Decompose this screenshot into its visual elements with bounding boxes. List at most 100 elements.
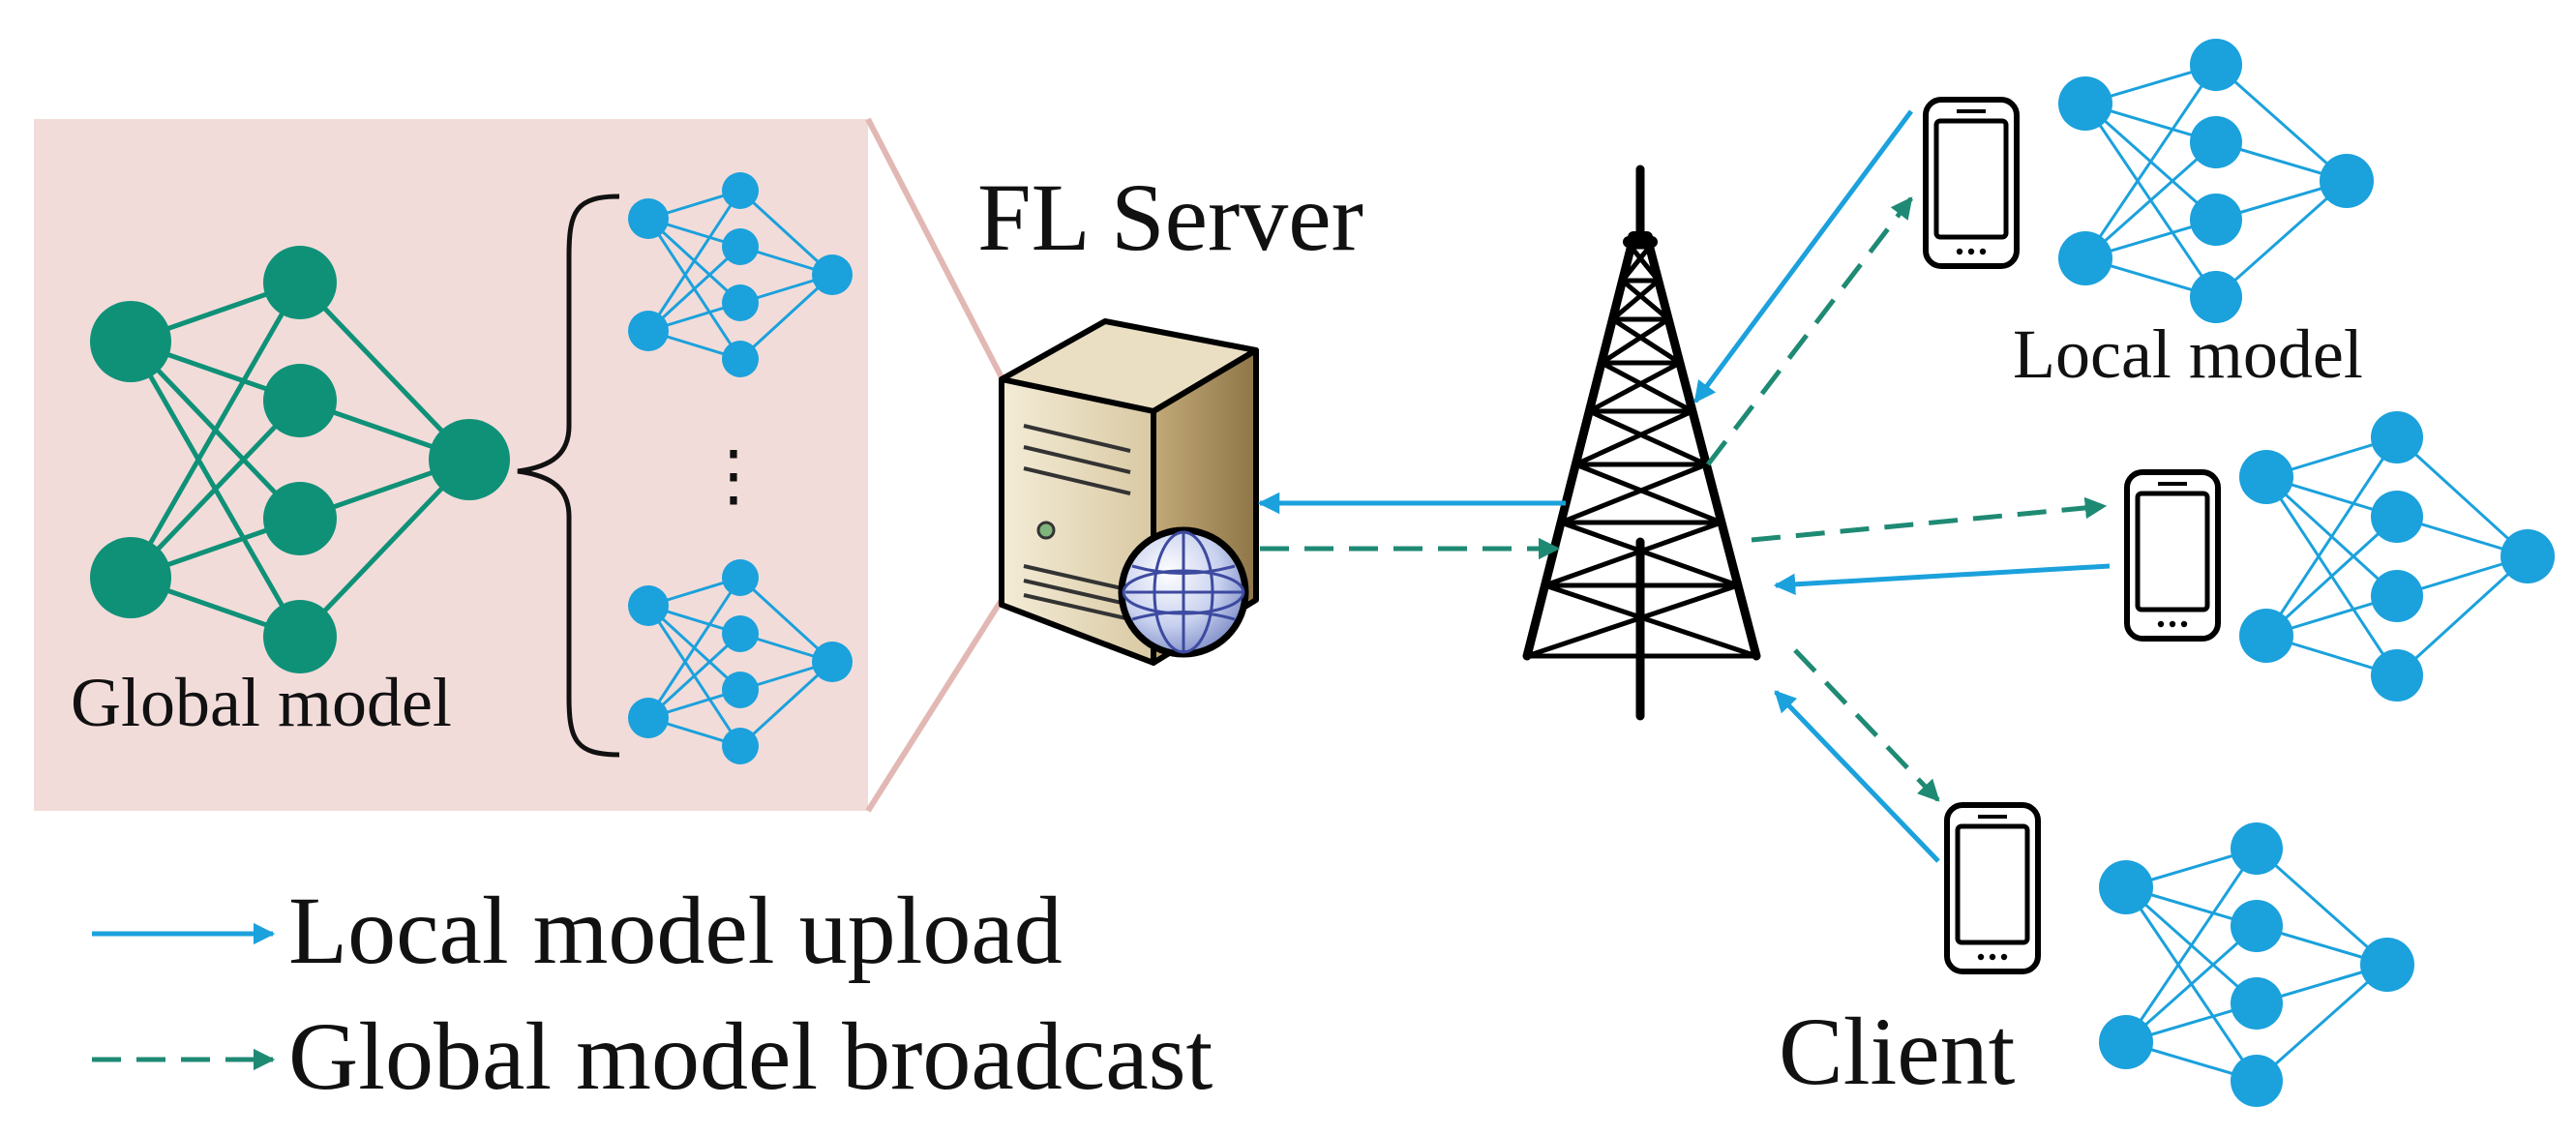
network-edge — [738, 576, 834, 664]
network-node — [628, 198, 669, 239]
network-edge — [298, 281, 471, 462]
client-links — [1692, 109, 2111, 863]
upload-arrow-client1 — [1692, 109, 1914, 403]
network-edge — [646, 577, 742, 719]
network-edge — [2395, 435, 2530, 558]
tower-brace — [1574, 462, 1722, 525]
network-node — [812, 642, 853, 682]
tower-brace — [1574, 408, 1694, 467]
network-node — [263, 246, 337, 319]
network-edge — [738, 273, 834, 361]
client-label: Client — [1779, 998, 2016, 1105]
network-edge — [2215, 179, 2348, 299]
network-node — [2058, 231, 2112, 285]
upload-arrow-client2 — [1773, 563, 2111, 596]
network-node — [2360, 938, 2414, 992]
network-node — [722, 228, 759, 265]
small-network-top — [628, 172, 853, 377]
network-edge — [2083, 64, 2218, 259]
network-node — [263, 482, 337, 555]
legend-upload-label: Local model upload — [288, 877, 1063, 984]
network-node — [2231, 822, 2283, 875]
local-network-3 — [2099, 822, 2414, 1107]
network-edge — [2395, 554, 2530, 677]
network-edge — [738, 189, 834, 277]
network-node — [2239, 609, 2293, 663]
tower-brace — [1543, 582, 1757, 659]
network-node — [2058, 76, 2112, 131]
network-node — [2501, 529, 2555, 583]
network-node — [263, 600, 337, 673]
broadcast-arrow-client1 — [1706, 196, 1913, 466]
upload-arrow-client3 — [1774, 690, 1940, 863]
network-node — [628, 585, 669, 626]
tower-brace — [1543, 520, 1722, 588]
network-node — [2190, 39, 2242, 91]
network-node — [2190, 271, 2242, 323]
global-model-label: Global model — [71, 664, 452, 741]
network-node — [722, 672, 759, 708]
tower-brace — [1600, 316, 1670, 366]
local-network-1 — [2058, 39, 2374, 323]
network-node — [628, 311, 669, 351]
network-node — [722, 341, 759, 377]
network-edge — [646, 245, 742, 333]
local-model-label: Local model — [2013, 315, 2363, 393]
network-edge — [129, 399, 302, 580]
network-node — [722, 615, 759, 652]
network-edge — [646, 632, 742, 720]
broadcast-arrow-client3 — [1793, 648, 1940, 802]
phones — [1923, 97, 2221, 974]
network-node — [812, 254, 853, 295]
network-node — [2190, 116, 2242, 168]
tower-lattice — [1526, 244, 1757, 659]
network-node — [263, 364, 337, 437]
network-node — [2371, 411, 2423, 463]
small-network-bottom — [628, 559, 853, 764]
network-node — [2231, 977, 2283, 1030]
tower-brace — [1611, 316, 1682, 366]
network-node — [90, 537, 171, 618]
network-node — [429, 419, 510, 500]
network-edge — [128, 281, 303, 580]
network-node — [90, 301, 171, 382]
network-edge — [2084, 140, 2217, 260]
network-node — [2371, 649, 2423, 702]
broadcast-arrow-client2 — [1751, 496, 2108, 543]
tower-brace — [1620, 245, 1652, 283]
network-edge — [2256, 963, 2388, 1083]
tower-brace — [1560, 462, 1708, 525]
tower-brace — [1629, 245, 1661, 283]
tower-brace — [1526, 582, 1739, 659]
network-node — [2190, 194, 2242, 246]
server-label: FL Server — [977, 164, 1363, 271]
brace — [517, 194, 620, 758]
legend-broadcast-label: Global model broadcast — [288, 1002, 1213, 1110]
tower-brace — [1588, 408, 1708, 467]
network-node — [722, 559, 759, 596]
network-node — [2231, 1055, 2283, 1107]
network-node — [2371, 491, 2423, 543]
server-tower-links — [1257, 492, 1566, 560]
network-node — [722, 728, 759, 764]
network-edge — [2124, 848, 2259, 1043]
network-node — [722, 172, 759, 209]
network-node — [2099, 860, 2153, 914]
network-edge — [2264, 515, 2399, 638]
phone-icon — [2124, 469, 2221, 642]
phone-icon — [1944, 802, 2041, 974]
tower-brace — [1588, 360, 1682, 414]
globe-icon — [1118, 526, 1249, 658]
network-node — [722, 284, 759, 321]
local-network-2 — [2239, 411, 2555, 702]
phone-icon — [1923, 97, 2020, 269]
tower-brace — [1620, 279, 1670, 321]
network-edge — [2215, 63, 2348, 183]
network-edge — [2125, 924, 2258, 1044]
network-node — [2239, 450, 2293, 504]
network-edge — [2256, 847, 2388, 967]
legend: Local model upload Global model broadcas… — [92, 877, 1213, 1110]
vertical-ellipsis: ⋮ — [700, 439, 767, 514]
network-node — [628, 698, 669, 738]
